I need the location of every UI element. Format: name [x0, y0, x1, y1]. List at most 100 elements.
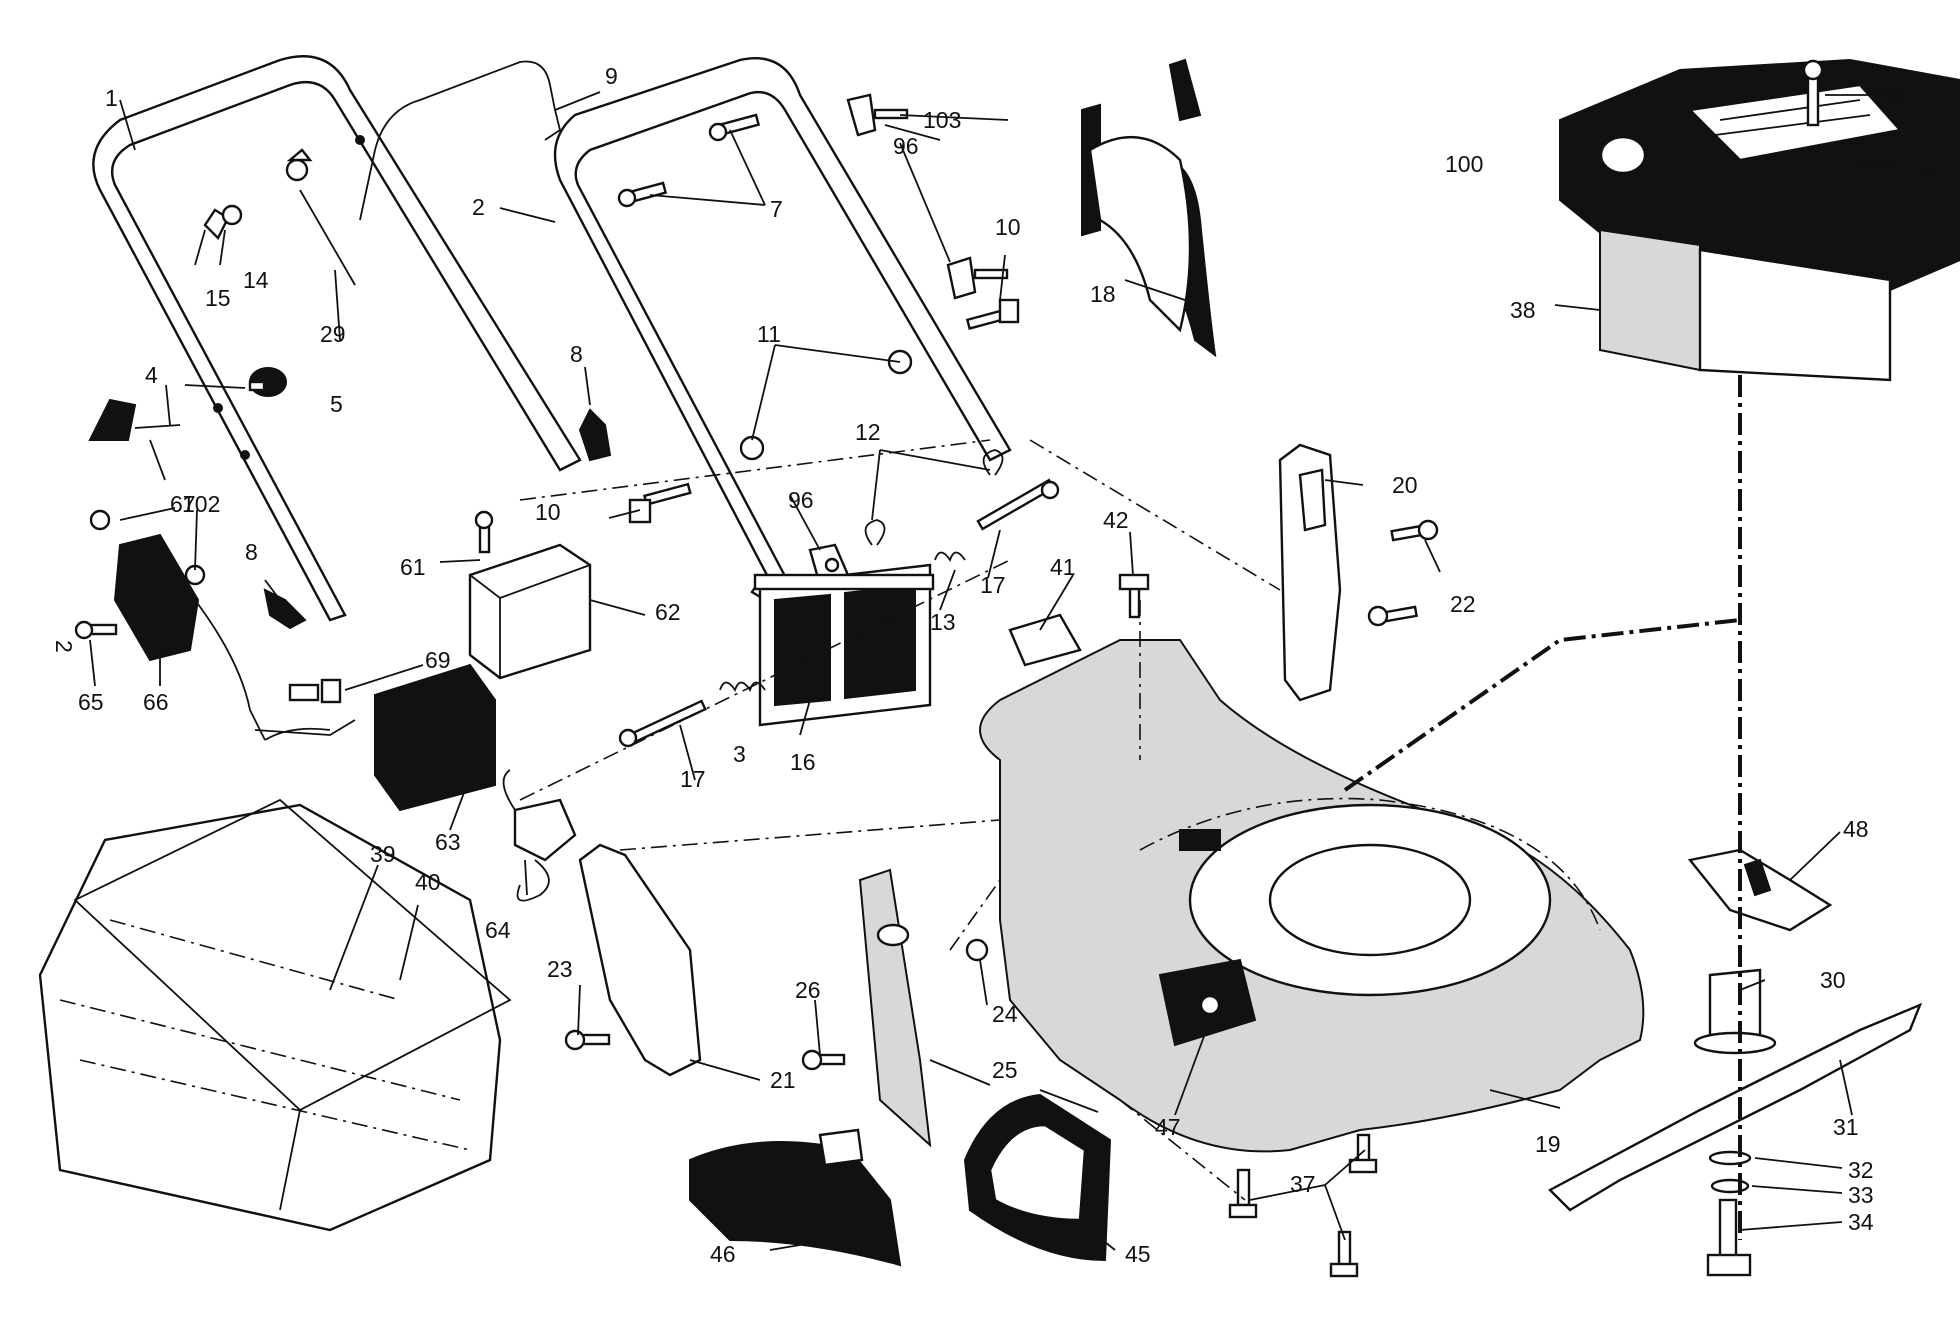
deck-bolts-37	[1228, 1133, 1378, 1278]
bolt-26	[801, 1049, 846, 1071]
deck-bracket-41	[1008, 613, 1082, 667]
deck-plug-47	[1158, 958, 1257, 1047]
torsion-spring-13	[934, 551, 966, 563]
callout-8-upper: 8	[570, 341, 583, 367]
bolt-7-upper	[708, 113, 761, 142]
callout-61: 61	[400, 554, 426, 580]
leader-lines	[89, 91, 1941, 1251]
callout-62: 62	[655, 599, 681, 625]
pin-10-left	[628, 482, 692, 524]
callout-67: 67	[170, 491, 196, 517]
bolt-42	[1118, 573, 1150, 619]
callout-5: 5	[330, 391, 343, 417]
callout-42: 42	[1103, 507, 1129, 533]
height-adjuster-20	[1278, 443, 1342, 702]
washer-32	[1708, 1150, 1752, 1166]
bolt-23	[564, 1029, 611, 1051]
callout-96-center: 96	[788, 487, 814, 513]
bolt-7-lower	[617, 181, 668, 208]
callout-10-right: 10	[995, 214, 1021, 240]
callout-15: 15	[205, 285, 231, 311]
callout-9: 9	[605, 63, 618, 89]
callout-101: 101	[1872, 81, 1910, 107]
callout-1: 1	[105, 85, 118, 111]
callout-38: 38	[1510, 297, 1536, 323]
callout-39: 39	[370, 841, 396, 867]
upper-handle-right	[553, 57, 1012, 617]
callout-20: 20	[1392, 472, 1418, 498]
callout-65: 65	[78, 689, 104, 715]
callout-32: 32	[1848, 1157, 1874, 1183]
callout-96-top: 96	[893, 133, 919, 159]
pin-10-right	[965, 298, 1020, 330]
blade-bolt-34	[1706, 1198, 1752, 1277]
screw-67	[89, 509, 111, 531]
upper-handle-left	[92, 55, 582, 622]
nut-24	[965, 938, 989, 962]
torsion-spring-3	[719, 681, 766, 693]
side-discharge-25	[858, 868, 932, 1148]
callout-10-left: 10	[535, 499, 561, 525]
callout-2-screw: 2	[51, 640, 77, 653]
callout-41: 41	[1050, 554, 1076, 580]
handle-knob-8-upper	[578, 408, 612, 462]
screw-61	[474, 510, 494, 554]
handle-knob-8-lower	[263, 588, 307, 630]
callout-100: 100	[1445, 151, 1483, 177]
callout-3: 3	[733, 741, 746, 767]
callout-19: 19	[1535, 1131, 1561, 1157]
callout-33: 33	[1848, 1182, 1874, 1208]
callout-66: 66	[143, 689, 169, 715]
callout-45: 45	[1125, 1241, 1151, 1267]
callout-16: 16	[790, 749, 816, 775]
throttle-cable	[299, 189, 356, 286]
part-callouts: 1 2 2 3 4 5 7 8 8 9 10 10 11 12 13 14 15…	[51, 63, 1910, 1267]
battery-63	[374, 663, 496, 812]
callout-63: 63	[435, 829, 461, 855]
blade-adapter-30	[1693, 968, 1777, 1055]
callout-64: 64	[485, 917, 511, 943]
assembly-guide-lines	[519, 375, 1742, 1240]
callout-21: 21	[770, 1067, 796, 1093]
hairpin-clip-12	[864, 449, 1004, 546]
mulch-cover-45	[963, 1093, 1112, 1262]
callout-7: 7	[770, 196, 783, 222]
hinge-rod-17-right	[976, 478, 1060, 531]
callout-22: 22	[1450, 591, 1476, 617]
charger-64	[502, 769, 577, 902]
handle-bracket-96	[946, 256, 1009, 300]
callout-30: 30	[1820, 967, 1846, 993]
callout-11: 11	[757, 321, 781, 347]
callout-25: 25	[992, 1057, 1018, 1083]
cable-clip	[285, 148, 313, 182]
engine-100	[1559, 58, 1960, 382]
callout-29: 29	[320, 321, 346, 347]
handle-knob-4	[88, 398, 181, 481]
screw-14	[221, 204, 243, 226]
callout-103: 103	[923, 107, 961, 133]
callout-34: 34	[1848, 1209, 1874, 1235]
nut-11-lower	[739, 435, 765, 461]
engine-bolt-101	[1802, 59, 1824, 127]
handle-bracket-103	[846, 93, 909, 137]
rear-flap-16	[753, 563, 935, 727]
callout-31: 31	[1833, 1114, 1859, 1140]
screw-65	[74, 620, 118, 640]
callout-40: 40	[415, 869, 441, 895]
throttle-cable-bar	[359, 60, 562, 221]
callout-24: 24	[992, 1001, 1018, 1027]
callout-37: 37	[1290, 1171, 1316, 1197]
callout-8-lower: 8	[245, 539, 258, 565]
callout-26: 26	[795, 977, 821, 1003]
callout-102: 102	[182, 491, 220, 517]
bolt-22	[1367, 519, 1439, 627]
callout-17-right: 17	[980, 572, 1006, 598]
callout-4: 4	[145, 362, 158, 388]
mower-blade-31	[1548, 1002, 1923, 1212]
grass-catcher-frame-40	[73, 798, 512, 1211]
mulch-plug-18	[1081, 58, 1217, 358]
battery-cover-62	[468, 543, 592, 680]
height-adjuster-21	[578, 843, 702, 1077]
callout-12: 12	[855, 419, 881, 445]
